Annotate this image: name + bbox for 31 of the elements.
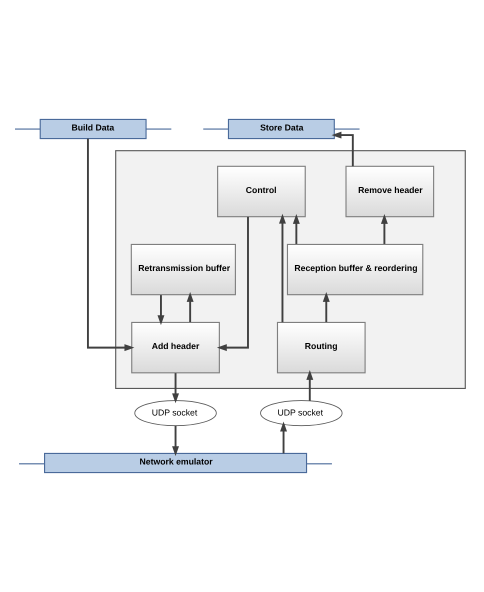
connector [19, 463, 44, 464]
arrow [157, 295, 164, 326]
arrow [86, 138, 134, 352]
node-box: Build Data [40, 118, 147, 140]
arrow [380, 214, 388, 244]
connector [15, 128, 40, 130]
node-box: Routing [276, 322, 366, 374]
cluster [115, 150, 466, 389]
node-box: Network emulator [44, 452, 308, 474]
arrow [322, 292, 330, 322]
node-box: Control [217, 166, 306, 218]
connector [203, 128, 228, 130]
arrow [280, 422, 288, 454]
node-box: Add header [131, 322, 220, 374]
arrow [216, 216, 249, 352]
connector [334, 128, 360, 130]
node-ellipse: UDP socket [134, 400, 217, 426]
connector [146, 128, 172, 130]
arrow [172, 373, 180, 404]
arrow [292, 214, 300, 244]
arrow [186, 292, 194, 322]
connector [306, 463, 332, 464]
node-box: Store Data [228, 118, 335, 140]
node-box: Retransmission buffer [130, 244, 236, 296]
arrow [279, 214, 286, 322]
arrow [306, 370, 314, 401]
arrow [172, 426, 180, 456]
node-ellipse: UDP socket [260, 400, 343, 426]
node-box: Remove header [345, 166, 434, 218]
arrow [332, 132, 354, 166]
node-box: Reception buffer & reordering [286, 244, 424, 296]
